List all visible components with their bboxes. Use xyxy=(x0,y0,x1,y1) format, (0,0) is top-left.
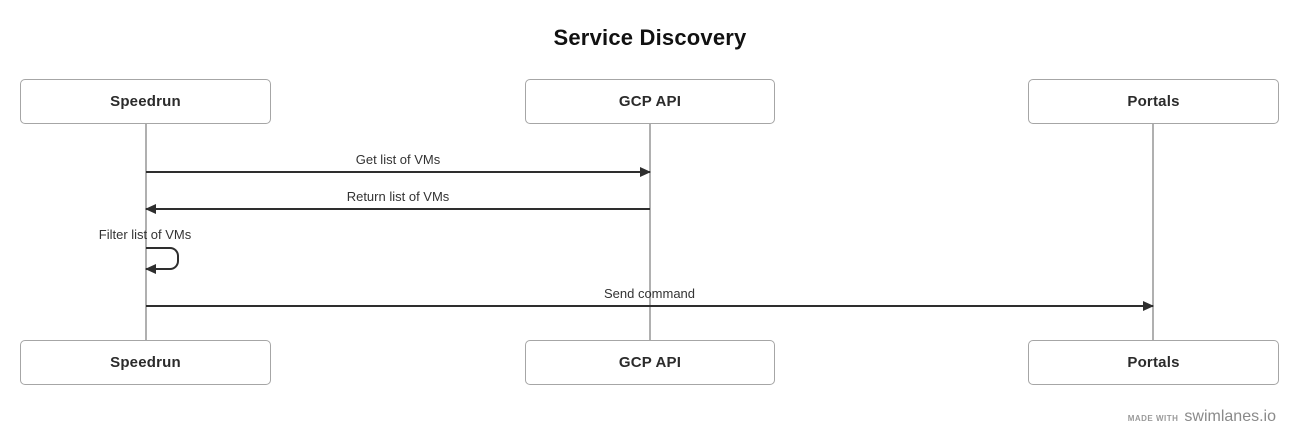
arrowhead-left-icon xyxy=(145,264,156,274)
actor-label-portals: Portals xyxy=(1127,93,1180,110)
actor-label-gcp-api: GCP API xyxy=(618,93,682,110)
message-line xyxy=(146,305,1153,307)
actor-box-portals-bottom: Portals xyxy=(1028,340,1279,385)
message-send-command: Send command xyxy=(146,284,1154,311)
message-label: Send command xyxy=(603,286,696,301)
message-label: Return list of VMs xyxy=(346,189,450,204)
made-with-label: made with xyxy=(1127,414,1179,423)
lifeline-portals xyxy=(1152,124,1154,340)
actor-box-speedrun-top: Speedrun xyxy=(20,79,271,124)
message-get-list-of-vms: Get list of VMs xyxy=(146,150,651,177)
arrowhead-right-icon xyxy=(640,167,651,177)
self-message-loop xyxy=(146,247,179,270)
actor-label-gcp-api: GCP API xyxy=(618,354,682,371)
actor-box-portals-top: Portals xyxy=(1028,79,1279,124)
swimlanes-brand-link[interactable]: swimlanes.io xyxy=(1184,408,1276,425)
actor-label-portals: Portals xyxy=(1127,354,1180,371)
arrowhead-right-icon xyxy=(1143,301,1154,311)
footer: made with swimlanes.io xyxy=(1128,408,1276,426)
lifeline-speedrun xyxy=(145,124,147,340)
diagram-title: Service Discovery xyxy=(553,25,747,50)
actor-box-gcp-api-top: GCP API xyxy=(525,79,775,124)
message-line xyxy=(146,208,650,210)
message-label: Get list of VMs xyxy=(355,152,441,167)
self-message-label: Filter list of VMs xyxy=(98,227,192,242)
actor-label-speedrun: Speedrun xyxy=(110,354,181,371)
actor-box-speedrun-bottom: Speedrun xyxy=(20,340,271,385)
lifeline-gcp-api xyxy=(649,124,651,340)
arrowhead-left-icon xyxy=(145,204,156,214)
actor-label-speedrun: Speedrun xyxy=(110,93,181,110)
actor-box-gcp-api-bottom: GCP API xyxy=(525,340,775,385)
message-line xyxy=(146,171,650,173)
message-return-list-of-vms: Return list of VMs xyxy=(145,187,650,214)
